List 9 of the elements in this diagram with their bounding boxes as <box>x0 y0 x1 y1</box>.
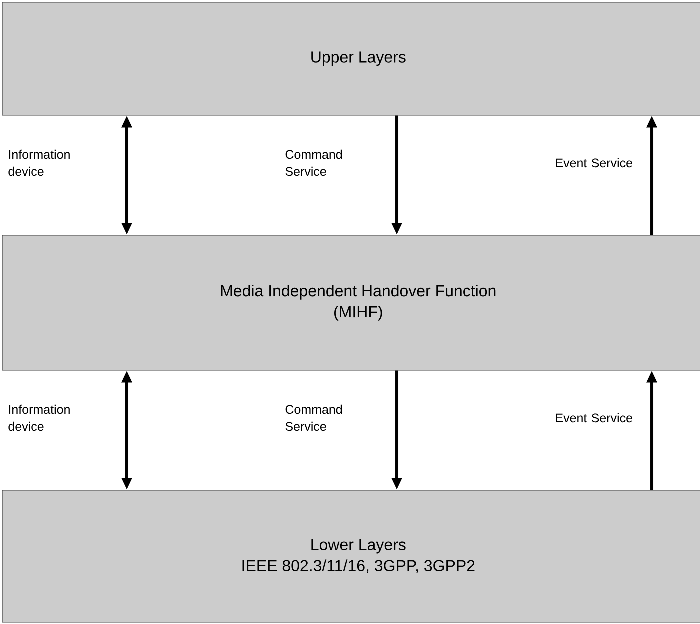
layer-box: Media Independent Handover Function (MIHF) <box>2 235 700 371</box>
edge-label: Event Service <box>556 158 632 168</box>
edge-label: Event Service <box>556 413 632 423</box>
layer-box: Upper Layers <box>2 2 700 116</box>
edge-label: Command Service <box>286 404 342 432</box>
layer-box: Lower Layers IEEE 802.3/11/16, 3GPP, 3GPP2 <box>2 490 700 623</box>
edge-label: Information device <box>8 404 70 432</box>
edge-label: Command Service <box>286 150 342 176</box>
edge-label: Information device <box>8 150 70 176</box>
